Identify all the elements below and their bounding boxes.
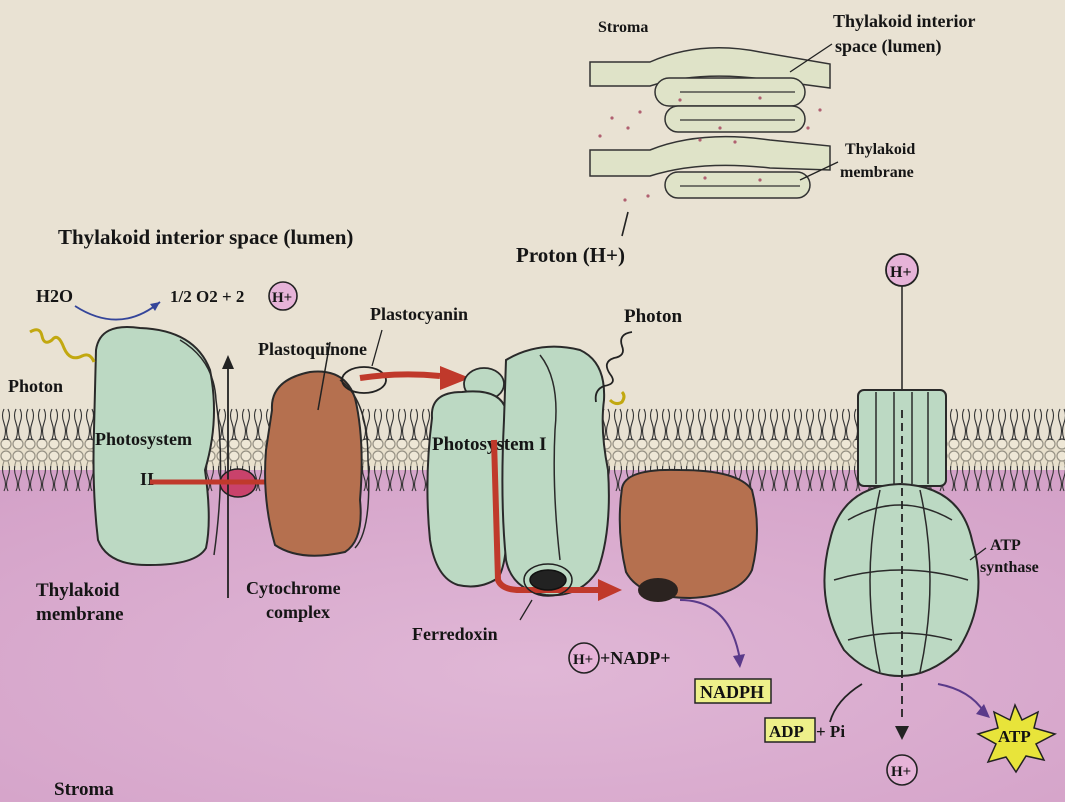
lumen-main-label: Thylakoid interior space (lumen) (58, 225, 353, 249)
proton-label: Proton (H+) (516, 243, 625, 267)
pi-label: + Pi (816, 722, 845, 741)
plastocyanin-label: Plastocyanin (370, 304, 468, 324)
nadp-label: +NADP+ (600, 648, 671, 668)
ferredoxin-oval (530, 570, 566, 590)
svg-text:H+: H+ (890, 264, 912, 281)
plastoquinone-label: Plastoquinone (258, 339, 367, 359)
water-split-arrow (75, 302, 160, 320)
nadph-label: NADPH (700, 682, 764, 702)
ferredoxin-label: Ferredoxin (412, 624, 498, 644)
photosystem-2-label-2: II (140, 469, 154, 489)
photon-wave-left (30, 330, 94, 362)
atp-synthase-label-2: synthase (980, 559, 1039, 576)
photon-right-label: Photon (624, 306, 683, 327)
thylakoid-membrane-label-1: Thylakoid (36, 580, 120, 601)
atp-synthase-label-1: ATP (990, 537, 1021, 554)
svg-text:H+: H+ (272, 290, 292, 306)
electron-arrow-2 (360, 374, 440, 378)
cytochrome-complex-shape (265, 372, 362, 556)
adp-label: ADP (769, 722, 804, 741)
cytochrome-label-1: Cytochrome (246, 578, 341, 598)
cytochrome-label-2: complex (266, 602, 330, 622)
stroma-bottom-label: Stroma (54, 779, 114, 800)
oxygen-label: 1/2 O2 + 2 (170, 287, 244, 306)
svg-text:H+: H+ (891, 764, 911, 780)
lumen-inset-label-2: space (lumen) (835, 36, 942, 57)
thylakoid-membrane-label-2: membrane (36, 604, 124, 625)
membrane-inset-label-1: Thylakoid (845, 141, 915, 158)
photosystem-2-label-1: Photosystem (95, 429, 192, 449)
lumen-inset-label-1: Thylakoid interior (833, 11, 976, 31)
photosystem-1-label: Photosystem I (432, 434, 547, 455)
atp-label: ATP (998, 727, 1031, 746)
nadp-reductase-shape (620, 470, 757, 598)
photon-left-label: Photon (8, 376, 63, 396)
thylakoid-stack-inset (590, 44, 838, 236)
water-label: H2O (36, 286, 73, 306)
membrane-inset-label-2: membrane (840, 164, 914, 181)
stroma-top-label: Stroma (598, 19, 648, 36)
svg-text:H+: H+ (573, 652, 593, 668)
